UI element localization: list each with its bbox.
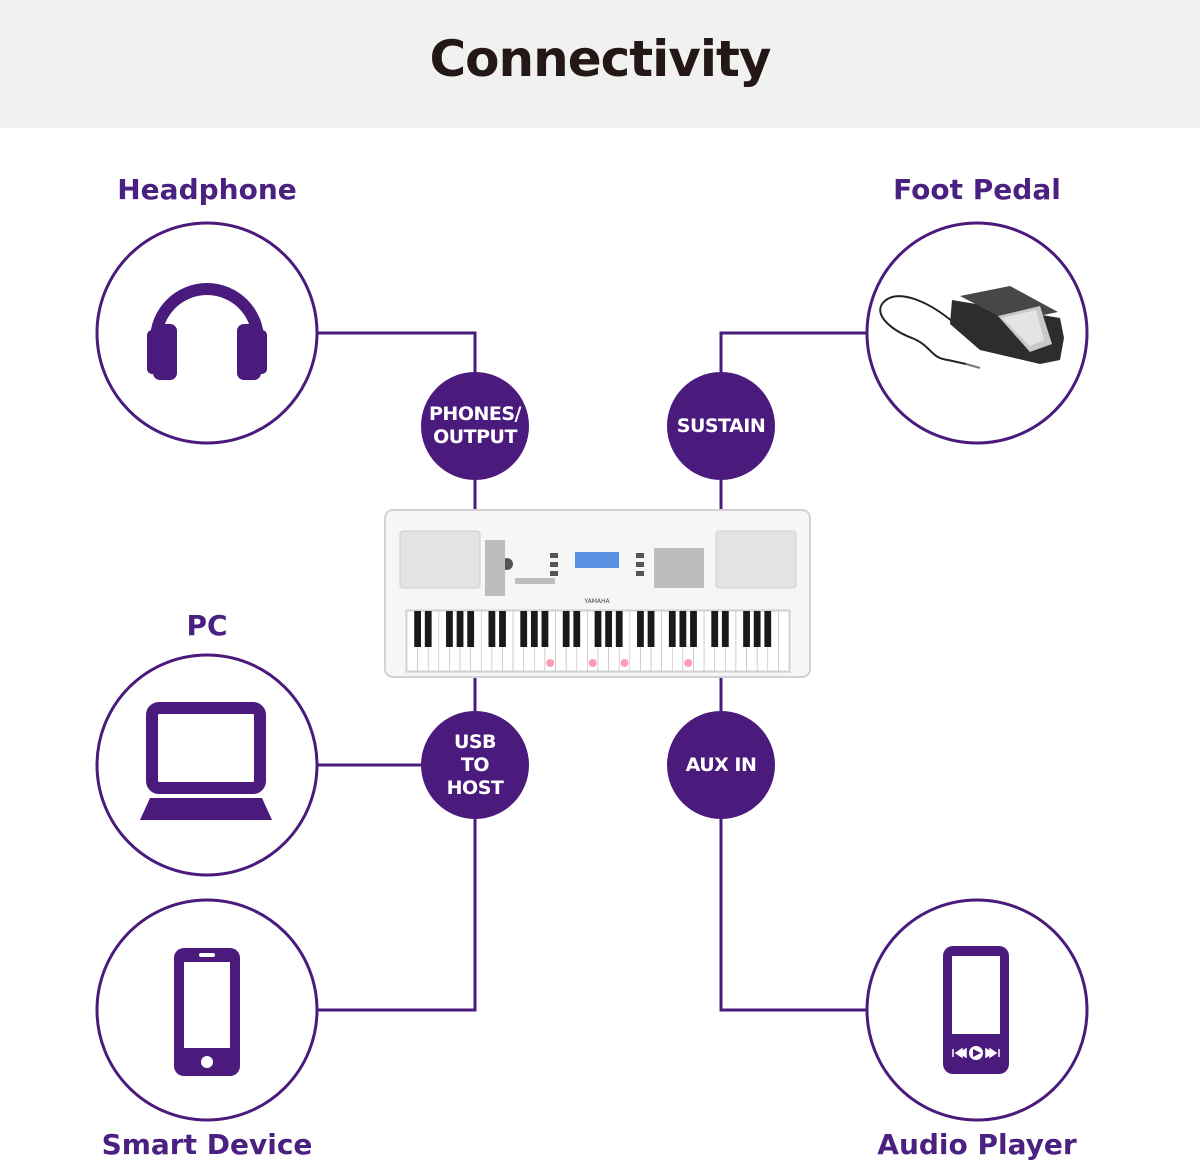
smart-device-label: Smart Device [101, 1128, 313, 1161]
keyboard-illustration: YAMAHA [384, 509, 811, 678]
pc-label: PC [186, 609, 228, 642]
line-foot-pedal [719, 331, 866, 372]
black-key [605, 611, 613, 647]
black-key [499, 611, 506, 647]
black-key [414, 611, 422, 647]
pc-circle [95, 653, 319, 877]
black-key [456, 611, 464, 647]
key-light [546, 659, 555, 667]
black-key [541, 611, 549, 647]
black-key [615, 611, 623, 647]
laptop-icon [140, 702, 272, 820]
audio-player-label: Audio Player [877, 1128, 1077, 1161]
foot-pedal-label: Foot Pedal [893, 173, 1061, 206]
keyboard-brand: YAMAHA [583, 598, 610, 605]
headphone-circle [95, 221, 319, 445]
black-key [573, 611, 581, 647]
black-key [711, 611, 719, 647]
white-key [778, 610, 790, 672]
port-phones-output: PHONES/ OUTPUT [421, 372, 529, 480]
port-sustain-label: SUSTAIN [676, 414, 766, 437]
black-key [530, 611, 538, 647]
page-title: Connectivity [429, 30, 771, 88]
black-key [764, 611, 772, 647]
black-key [668, 611, 676, 647]
black-key [520, 611, 528, 647]
black-key [446, 611, 453, 647]
black-key [679, 611, 687, 647]
line-smart-device [318, 819, 477, 1012]
black-key [637, 611, 644, 647]
black-key [562, 611, 570, 647]
key-light [684, 659, 693, 667]
key-light [588, 659, 597, 667]
port-aux-in: AUX IN [667, 711, 775, 819]
smartphone-icon [174, 948, 240, 1076]
black-key [647, 611, 655, 647]
header-banner [0, 0, 1200, 128]
headphone-label: Headphone [117, 173, 297, 206]
black-key [467, 611, 475, 647]
key-light [620, 659, 629, 667]
black-key [594, 611, 602, 647]
black-key [690, 611, 697, 647]
black-key [424, 611, 432, 647]
black-key [488, 611, 496, 647]
line-audio-player [719, 819, 866, 1012]
black-key [753, 611, 761, 647]
line-headphone [318, 331, 477, 372]
port-aux-in-label: AUX IN [685, 753, 757, 776]
port-usb-to-host-label: USB TO HOST [446, 730, 504, 799]
foot-pedal-icon [879, 286, 1064, 369]
black-key [743, 611, 750, 647]
port-phones-output-label: PHONES/ OUTPUT [429, 403, 521, 448]
port-usb-to-host: USB TO HOST [421, 711, 529, 819]
black-key [721, 611, 729, 647]
headphone-icon [147, 283, 267, 380]
audio-player-icon [943, 946, 1009, 1074]
port-sustain: SUSTAIN [667, 372, 775, 480]
